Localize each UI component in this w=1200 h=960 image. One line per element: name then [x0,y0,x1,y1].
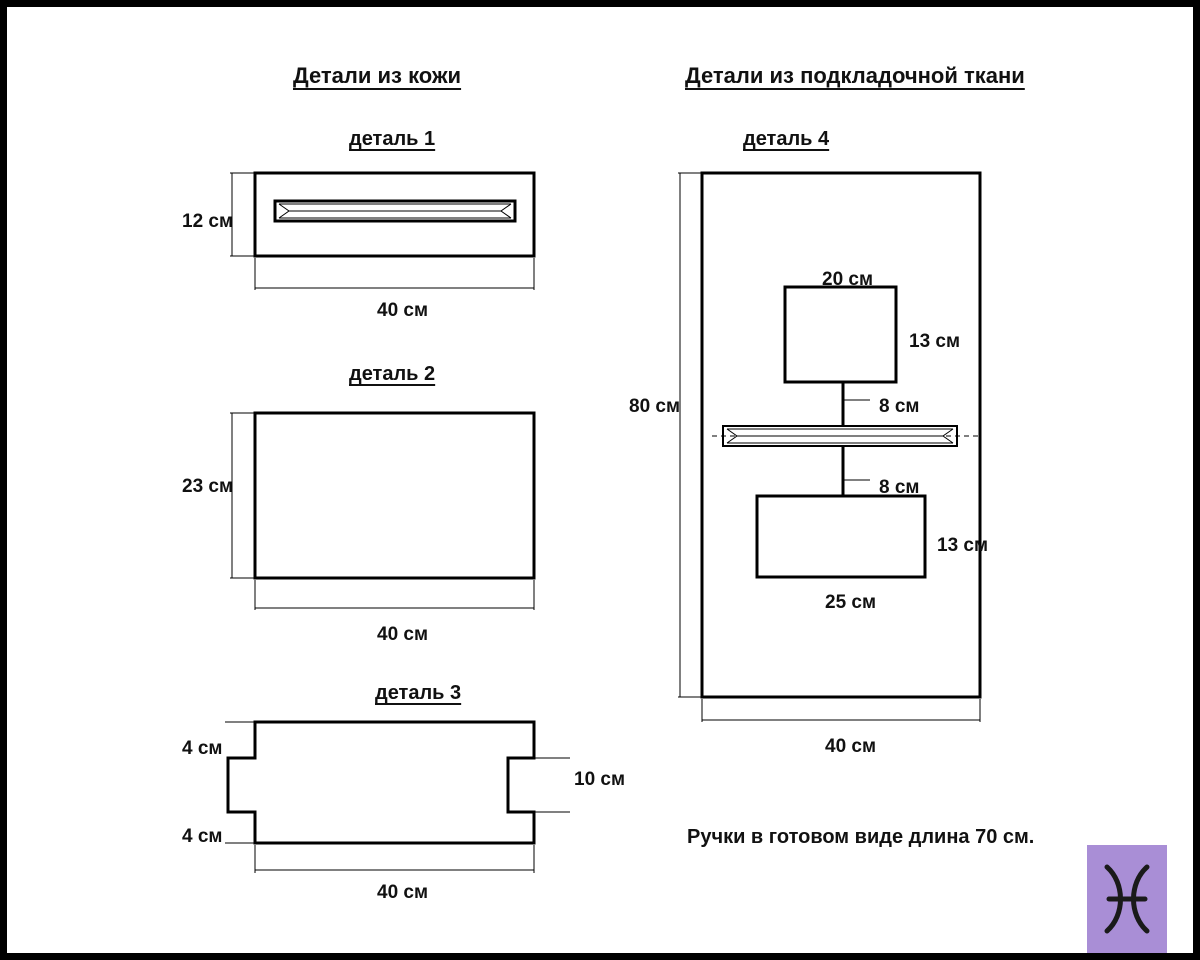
part4-pocket-bottom [755,494,927,579]
part2-height-label: 23 см [182,476,234,497]
gap-top-label: 8 см [879,396,920,417]
part1-slot-bevel [278,203,512,219]
part2-title: деталь 2 [349,363,436,385]
part3-bottom-label: 4 см [182,826,223,847]
part2-width-label: 40 см [377,624,429,645]
part1-title: деталь 1 [349,128,436,150]
leather-heading: Детали из кожи [293,63,462,88]
pisces-icon [1104,864,1150,934]
pocket-top-width-label: 20 см [822,269,874,290]
part3-width-label: 40 см [377,882,429,903]
lining-heading: Детали из подкладочной ткани [685,63,1025,88]
gap-bottom-label: 8 см [879,477,920,498]
pattern-diagram [225,171,982,873]
part3-outline [226,720,536,845]
part4-height-label: 80 см [629,396,681,417]
part4-width-label: 40 см [825,736,877,757]
part2-dim-lines [230,412,535,610]
part3-cutout-label: 10 см [574,769,626,790]
part3-dim-lines [225,721,570,873]
part2-rect [253,411,536,580]
part4-gap-ticks [843,399,870,481]
part4-rect [700,171,982,699]
part4-pocket-top [783,285,898,384]
pocket-bottom-height-label: 13 см [937,535,989,556]
pocket-top-height-label: 13 см [909,331,961,352]
handles-note: Ручки в готовом виде длина 70 см. [687,826,1035,848]
part1-width-label: 40 см [377,300,429,321]
part4-zipper-bevel [726,428,954,444]
part1-slot [273,199,517,223]
part3-title: деталь 3 [375,682,462,704]
part3-top-label: 4 см [182,738,223,759]
part4-dim-lines [678,172,981,722]
part1-height-label: 12 см [182,211,234,232]
part4-title: деталь 4 [743,128,830,150]
pisces-logo [1087,845,1167,953]
part1-rect [253,171,536,258]
part4-zipper [722,425,958,447]
pocket-bottom-width-label: 25 см [825,592,877,613]
part1-dim-lines [230,172,535,290]
